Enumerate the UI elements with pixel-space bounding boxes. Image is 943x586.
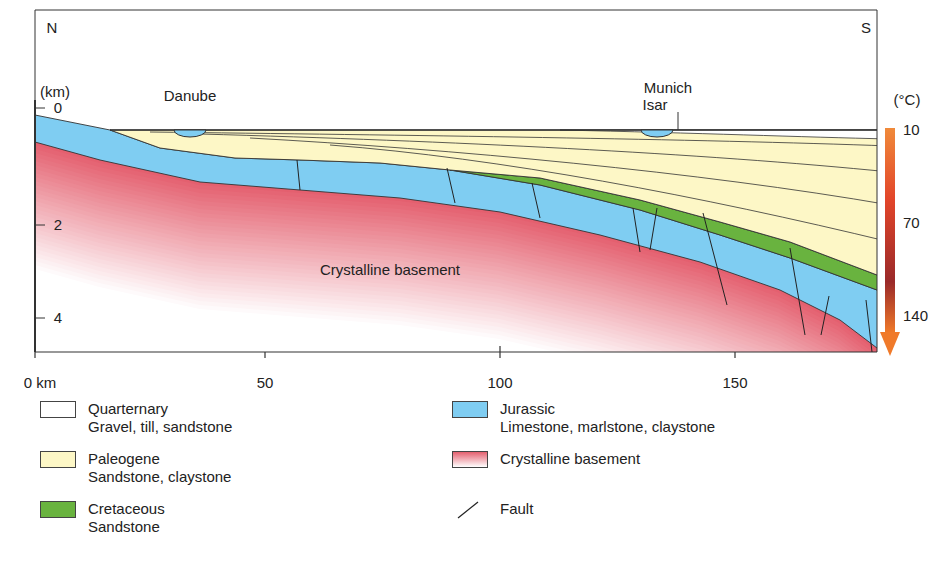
temperature-label: 70 xyxy=(903,214,920,232)
distance-label: 50 xyxy=(257,374,274,392)
temperature-arrowhead xyxy=(880,332,900,356)
jurassic-layer xyxy=(35,112,877,352)
temperature-label: 10 xyxy=(903,121,920,139)
legend-text: Fault xyxy=(500,500,533,518)
ground-surface xyxy=(110,129,877,130)
distance-label: 100 xyxy=(487,374,512,392)
legend-swatch xyxy=(40,501,76,518)
compass-label: N xyxy=(47,19,58,37)
munich-marker xyxy=(678,112,679,130)
legend-swatch xyxy=(40,451,76,468)
bedding-lines xyxy=(150,132,877,242)
legend-text: Quarternary Gravel, till, sandstone xyxy=(88,400,232,436)
distance-label: 0 km xyxy=(24,374,57,392)
frame xyxy=(35,10,877,352)
legend-swatch xyxy=(452,451,488,468)
distance-axis xyxy=(35,346,877,358)
legend-swatch xyxy=(452,401,488,418)
axis-unit: (°C) xyxy=(894,91,921,109)
depth-tick-label: 0 xyxy=(54,99,62,117)
river-isar xyxy=(641,130,673,137)
city-label: Munich xyxy=(644,79,692,97)
legend-swatch xyxy=(40,401,76,418)
distance-label: 150 xyxy=(722,374,747,392)
axis-unit: (km) xyxy=(40,83,70,101)
paleogene-layer xyxy=(110,130,877,280)
depth-tick-label: 4 xyxy=(54,309,62,327)
legend-text: Crystalline basement xyxy=(500,450,640,468)
river-label: Danube xyxy=(164,87,217,105)
river-label: Isar xyxy=(642,96,667,114)
legend-text: Paleogene Sandstone, claystone xyxy=(88,450,231,486)
fault-symbol xyxy=(452,500,488,520)
depth-ticks xyxy=(35,108,45,318)
temperature-label: 140 xyxy=(903,307,928,325)
river-danube xyxy=(174,130,206,137)
faults xyxy=(297,160,872,352)
legend-text: Jurassic Limestone, marlstone, claystone xyxy=(500,400,715,436)
layer-label: Crystalline basement xyxy=(320,261,460,279)
legend-text: Cretaceous Sandstone xyxy=(88,500,165,536)
depth-axis xyxy=(34,100,36,352)
compass-label: S xyxy=(861,19,871,37)
temperature-bar xyxy=(885,128,895,333)
depth-tick-label: 2 xyxy=(54,216,62,234)
quaternary-layer xyxy=(560,130,877,139)
